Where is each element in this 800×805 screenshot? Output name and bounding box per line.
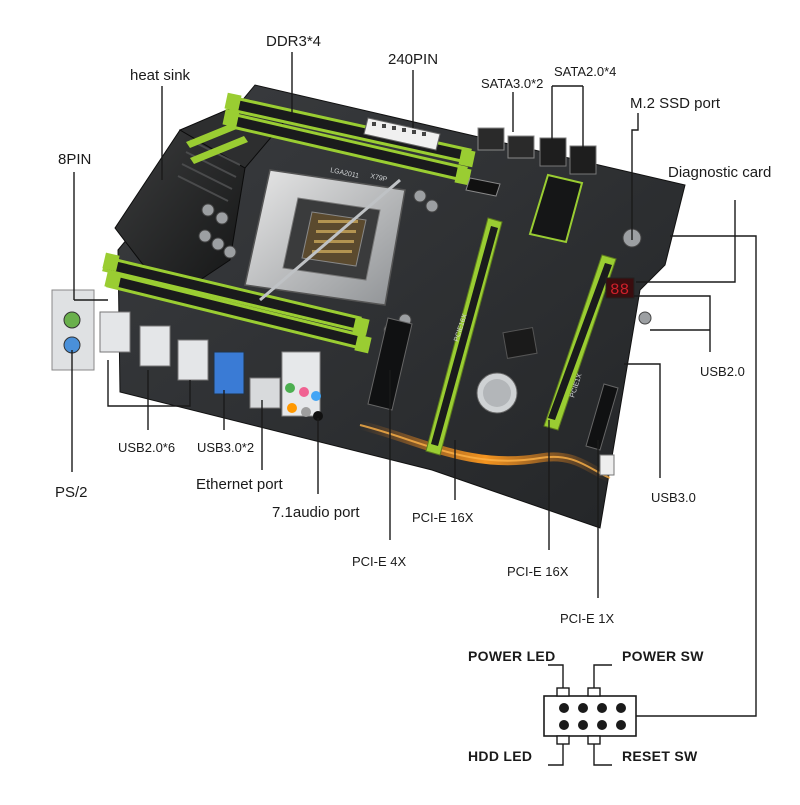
front-panel-pin-diagram: POWER LED POWER SW HDD LED RESET SW (468, 648, 704, 766)
m2-slot (465, 173, 584, 244)
dimm-slots-top (222, 92, 476, 186)
label-ethernet: Ethernet port (196, 476, 284, 493)
label-usb3-right: USB3.0 (651, 490, 696, 505)
label-m2: M.2 SSD port (630, 95, 721, 112)
model-mark: X79P (370, 173, 389, 183)
label-usb2-6: USB2.0*6 (118, 440, 175, 455)
label-reset-sw: RESET SW (622, 748, 698, 764)
label-240pin: 240PIN (388, 51, 438, 68)
pin-dots (559, 703, 626, 730)
capacitors (198, 189, 652, 337)
label-pcie4: PCI-E 4X (352, 554, 407, 569)
label-heat-sink: heat sink (130, 67, 191, 84)
label-usb3-2: USB3.0*2 (197, 440, 254, 455)
heat-sink (114, 99, 291, 301)
cmos-battery (476, 372, 518, 414)
front-panel-header-onboard (599, 454, 615, 476)
rear-io (51, 289, 323, 421)
label-hdd-led: HDD LED (468, 748, 532, 764)
pin-header-body (543, 695, 637, 737)
label-usb2-right: USB2.0 (700, 364, 745, 379)
label-pcie1: PCI-E 1X (560, 611, 615, 626)
dimm-slots-bottom (102, 252, 372, 354)
atx-24pin-connector (363, 117, 441, 151)
label-audio: 7.1audio port (272, 504, 360, 521)
cpu-socket: X79P LGA2011 (244, 167, 406, 306)
motherboard: X79P LGA2011 (51, 84, 686, 529)
label-diagnostic: Diagnostic card (668, 164, 771, 181)
svg-text:88: 88 (610, 281, 629, 299)
annotation-labels: DDR3*4 240PIN heat sink SATA3.0*2 SATA2.… (55, 33, 771, 626)
leader-lines (71, 52, 757, 717)
pcie-slots: PCIE16X PCIE1X (367, 217, 619, 456)
label-pcie16-b: PCI-E 16X (507, 564, 569, 579)
label-pcie16-a: PCI-E 16X (412, 510, 474, 525)
sata-ports (477, 127, 597, 175)
label-sata3: SATA3.0*2 (481, 76, 543, 91)
label-power-led: POWER LED (468, 648, 555, 664)
chipset (502, 327, 538, 359)
label-power-sw: POWER SW (622, 648, 704, 664)
label-ddr3: DDR3*4 (266, 33, 321, 50)
label-8pin: 8PIN (58, 151, 91, 168)
label-sata2: SATA2.0*4 (554, 64, 616, 79)
label-ps2: PS/2 (55, 484, 88, 501)
diagnostic-display: 88 (605, 277, 635, 299)
